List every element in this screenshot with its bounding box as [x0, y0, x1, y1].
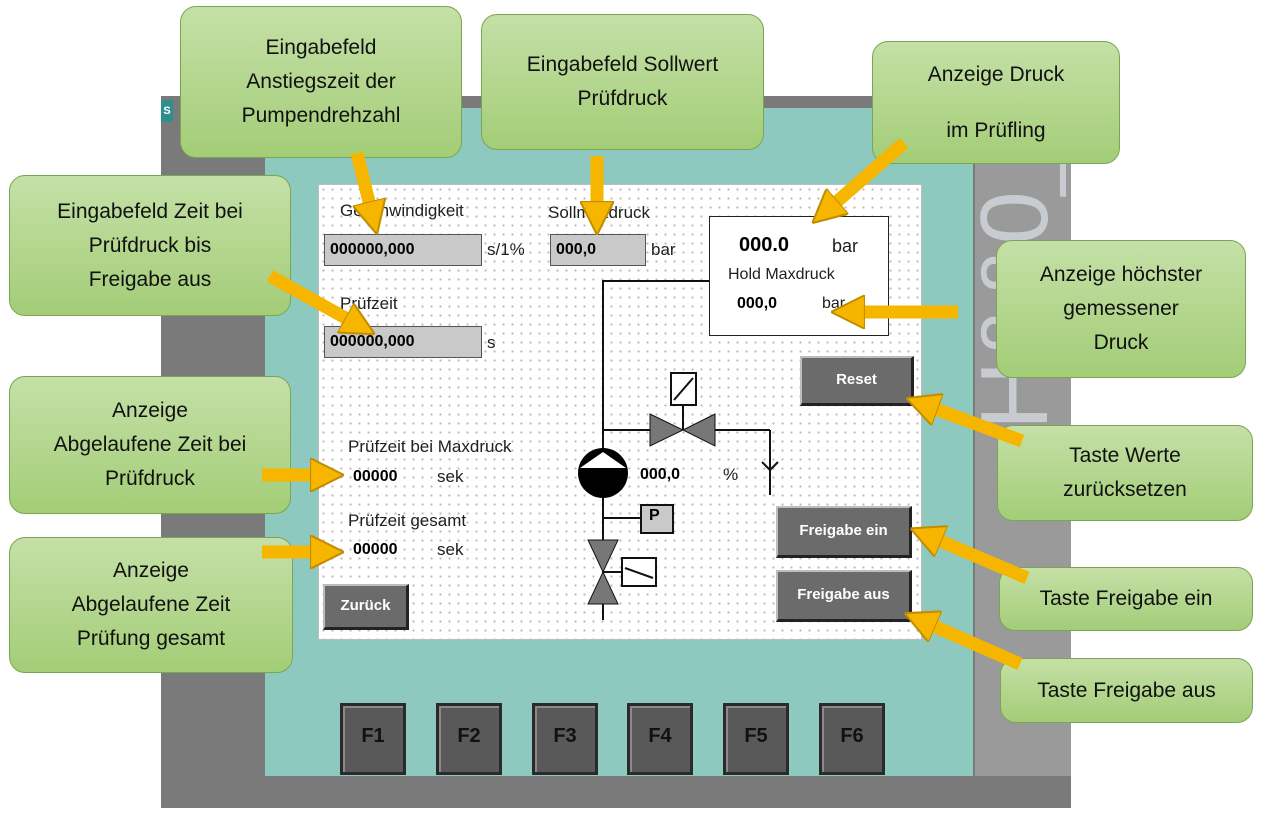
- function-key-f1[interactable]: F1: [340, 703, 406, 775]
- function-key-f2[interactable]: F2: [436, 703, 502, 775]
- pruefzeit-gesamt-unit: sek: [437, 540, 464, 559]
- zurueck-button[interactable]: Zurück: [323, 584, 409, 630]
- sollmaxdruck-unit: bar: [651, 240, 676, 259]
- geschwindigkeit-unit: s/1%: [487, 240, 525, 259]
- hold-maxdruck-value: 000,0: [737, 295, 778, 312]
- arrow-icon: [922, 404, 1025, 448]
- sollmaxdruck-input[interactable]: 000,0: [550, 234, 646, 266]
- callout-taste-ein: Taste Freigabe ein: [999, 567, 1253, 631]
- freigabe-ein-button[interactable]: Freigabe ein: [776, 506, 912, 558]
- arrow-icon: [926, 535, 1030, 584]
- arrow-icon: [266, 270, 360, 326]
- reset-button[interactable]: Reset: [800, 356, 914, 406]
- valve-icon: [649, 413, 685, 447]
- pipe-line: [602, 280, 709, 452]
- pruefzeit-gesamt-label: Prüfzeit gesamt: [348, 511, 467, 530]
- function-key-f5[interactable]: F5: [723, 703, 789, 775]
- freigabe-aus-button[interactable]: Freigabe aus: [776, 570, 912, 622]
- pruefzeit-maxdruck-label: Prüfzeit bei Maxdruck: [348, 437, 512, 456]
- callout-taste-aus: Taste Freigabe aus: [1000, 658, 1253, 723]
- pruefzeit-maxdruck-unit: sek: [437, 467, 464, 486]
- function-key-f3[interactable]: F3: [532, 703, 598, 775]
- function-key-f4[interactable]: F4: [627, 703, 693, 775]
- brand-logo: S: [161, 100, 173, 122]
- pruefzeit-input[interactable]: 000000,000: [324, 326, 482, 358]
- pump-speed-unit: %: [723, 465, 739, 484]
- geschwindigkeit-input[interactable]: 000000,000: [324, 234, 482, 266]
- pump-speed-value: 000,0: [640, 466, 681, 483]
- pressure-sensor-label: P: [649, 507, 660, 524]
- arrow-icon: [350, 151, 373, 218]
- pump-icon: [578, 448, 628, 498]
- pressure-unit: bar: [832, 236, 859, 256]
- pruefzeit-maxdruck-value: 00000: [353, 468, 398, 485]
- arrow-icon: [920, 620, 1023, 670]
- arrow-icon: [825, 138, 909, 212]
- pruefzeit-unit: s: [487, 333, 496, 352]
- function-key-f6[interactable]: F6: [819, 703, 885, 775]
- hold-maxdruck-label: Hold Maxdruck: [728, 266, 835, 283]
- pressure-value: 000.0: [739, 234, 790, 256]
- pruefzeit-gesamt-value: 00000: [353, 541, 398, 558]
- valve-icon: [587, 539, 619, 574]
- pressure-sensor-icon: [640, 504, 674, 534]
